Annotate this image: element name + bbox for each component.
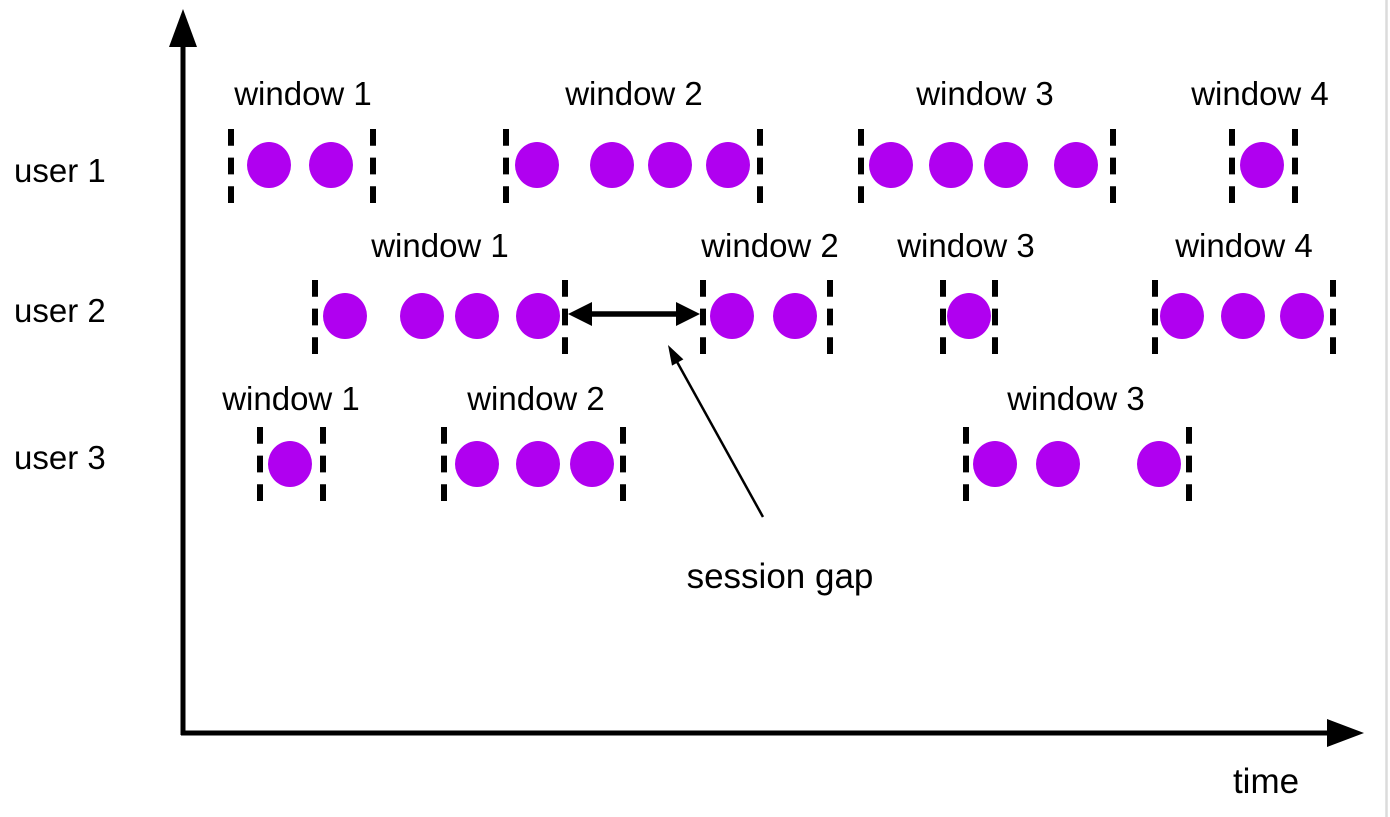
window-label: window 3	[896, 227, 1035, 264]
gap-arrow-right-head-icon	[676, 302, 700, 326]
gap-arrow-left-head-icon	[568, 302, 592, 326]
session-gap-indicator	[568, 302, 700, 326]
event-dot	[516, 293, 560, 339]
user-session-rows: user 1 window 1 window 2 window 3 window 4 us…	[14, 75, 1336, 501]
user-label: user 2	[14, 292, 106, 329]
event-dot	[455, 441, 499, 487]
event-dot	[516, 441, 560, 487]
x-axis-arrowhead-icon	[1327, 719, 1364, 747]
time-axis-label: time	[1233, 762, 1299, 801]
event-dot	[323, 293, 367, 339]
window-label: window 4	[1174, 227, 1313, 264]
session-gap-label: session gap	[687, 557, 874, 596]
window-label: window 3	[1006, 380, 1145, 417]
session-gap-annotation: session gap	[668, 345, 873, 596]
annotation-pointer-line	[674, 359, 765, 518]
event-dot	[1221, 293, 1265, 339]
user-label: user 3	[14, 439, 106, 476]
window-label: window 2	[700, 227, 839, 264]
event-dot	[706, 142, 750, 188]
event-dot	[1036, 441, 1080, 487]
window-label: window 1	[221, 380, 360, 417]
event-dot	[773, 293, 817, 339]
event-dot	[1137, 441, 1181, 487]
event-dot	[1054, 142, 1098, 188]
event-dot	[570, 441, 614, 487]
window-label: window 3	[915, 75, 1054, 112]
event-dot	[400, 293, 444, 339]
event-dot	[929, 142, 973, 188]
event-dot	[648, 142, 692, 188]
event-dot	[455, 293, 499, 339]
window-label: window 1	[233, 75, 372, 112]
event-dot	[515, 142, 559, 188]
y-axis-arrowhead-icon	[169, 9, 197, 47]
window-label: window 2	[564, 75, 703, 112]
event-dot	[268, 441, 312, 487]
event-dot	[984, 142, 1028, 188]
event-dot	[1280, 293, 1324, 339]
annotation-arrowhead-icon	[668, 345, 684, 366]
event-dot	[1160, 293, 1204, 339]
event-dot	[869, 142, 913, 188]
event-dot	[973, 441, 1017, 487]
window-label: window 2	[466, 380, 605, 417]
event-dot	[947, 293, 991, 339]
event-dot	[247, 142, 291, 188]
user-label: user 1	[14, 152, 106, 189]
event-dot	[309, 142, 353, 188]
event-dot	[710, 293, 754, 339]
event-dot	[1240, 142, 1284, 188]
window-label: window 1	[370, 227, 509, 264]
event-dot	[590, 142, 634, 188]
window-label: window 4	[1190, 75, 1329, 112]
